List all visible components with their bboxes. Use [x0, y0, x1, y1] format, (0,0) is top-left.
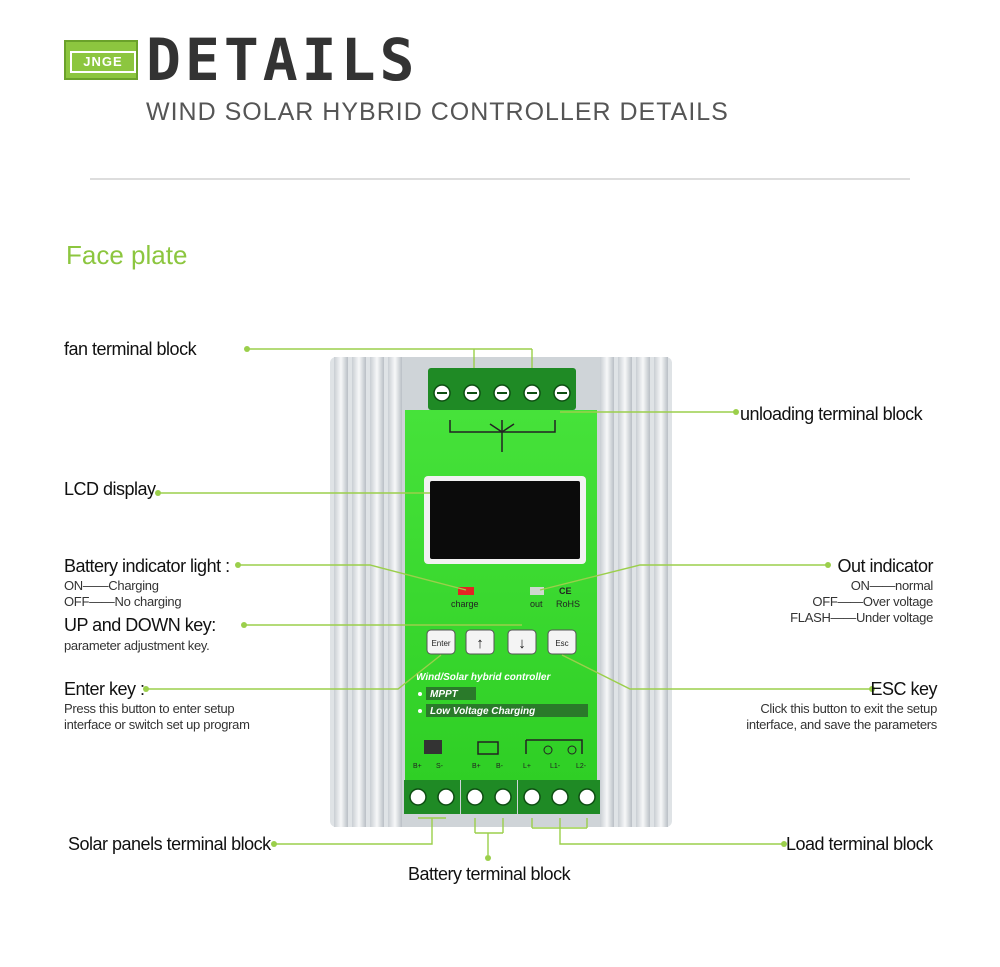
- ce-mark: CE: [559, 586, 572, 596]
- mppt-badge: [426, 687, 476, 700]
- enter-key[interactable]: Enter: [426, 629, 456, 655]
- up-key[interactable]: ↑: [465, 629, 495, 655]
- down-arrow-icon: ↓: [518, 635, 526, 652]
- enter-key-desc-2: interface or switch set up program: [64, 717, 250, 732]
- label-esc-key: ESC key: [870, 679, 937, 699]
- battery-indicator-off: OFF——No charging: [64, 594, 182, 609]
- out-led-label: out: [530, 599, 543, 609]
- heatsink-left: [330, 357, 406, 827]
- out-indicator-off: OFF——Over voltage: [812, 594, 933, 609]
- low-voltage-badge-label: Low Voltage Charging: [430, 706, 535, 717]
- mppt-badge-label: MPPT: [430, 689, 459, 700]
- load-l1-label: L1-: [550, 763, 561, 770]
- brand-logo-text: JNGE: [70, 51, 136, 73]
- esc-key-label: Esc: [555, 639, 568, 648]
- wind-turbine-icon: [449, 420, 556, 452]
- esc-key[interactable]: Esc: [547, 629, 577, 655]
- label-load-terminal: Load terminal block: [786, 834, 933, 854]
- page-title: DETAILS: [146, 26, 419, 94]
- solar-panel-icon: [424, 740, 442, 754]
- rohs-mark: RoHS: [556, 599, 580, 609]
- esc-key-desc-2: interface, and save the parameters: [746, 717, 937, 732]
- lcd-screen: [430, 481, 580, 559]
- label-solar-terminal: Solar panels terminal block: [68, 834, 271, 854]
- load-l2-label: L2-: [576, 763, 587, 770]
- label-enter-key: Enter key :: [64, 679, 145, 699]
- label-up-down-key: UP and DOWN key:: [64, 615, 216, 635]
- pv-pos-label: B+: [413, 763, 422, 770]
- page-subtitle: WIND SOLAR HYBRID CONTROLLER DETAILS: [146, 98, 729, 126]
- enter-key-desc-1: Press this button to enter setup: [64, 701, 235, 716]
- up-arrow-icon: ↑: [476, 635, 484, 652]
- model-text: Wind/Solar hybrid controller: [416, 672, 551, 683]
- heatsink-right: [596, 357, 672, 827]
- bottom-terminal-screws: [409, 788, 596, 806]
- charge-led-label: charge: [451, 599, 479, 609]
- face-plate: [405, 410, 597, 780]
- bat-pos-label: B+: [472, 763, 481, 770]
- header-divider: [90, 178, 910, 180]
- out-indicator-flash: FLASH——Under voltage: [790, 610, 933, 625]
- section-title: Face plate: [66, 240, 188, 270]
- label-battery-terminal: Battery terminal block: [408, 864, 571, 884]
- label-out-indicator: Out indicator: [837, 556, 933, 576]
- enter-key-label: Enter: [431, 639, 450, 648]
- charge-led: [458, 587, 474, 595]
- brand-logo: JNGE: [64, 40, 138, 80]
- battery-indicator-on: ON——Charging: [64, 578, 159, 593]
- label-unloading-terminal: unloading terminal block: [740, 404, 923, 424]
- low-voltage-badge: [426, 704, 588, 717]
- esc-key-desc-1: Click this button to exit the setup: [760, 701, 937, 716]
- load-pos-label: L+: [523, 763, 531, 770]
- label-fan-terminal: fan terminal block: [64, 339, 197, 359]
- callout-lines: [146, 348, 872, 855]
- bat-neg-label: B-: [496, 763, 504, 770]
- down-key[interactable]: ↓: [507, 629, 537, 655]
- out-led: [530, 587, 544, 595]
- load-icon: [525, 739, 583, 754]
- label-battery-indicator: Battery indicator light :: [64, 556, 230, 576]
- callout-dots: [143, 346, 875, 861]
- pv-neg-label: S-: [436, 763, 444, 770]
- out-indicator-on: ON——normal: [850, 578, 934, 593]
- battery-icon: [477, 741, 499, 755]
- label-lcd-display: LCD display: [64, 479, 156, 499]
- up-down-key-desc: parameter adjustment key.: [64, 638, 210, 653]
